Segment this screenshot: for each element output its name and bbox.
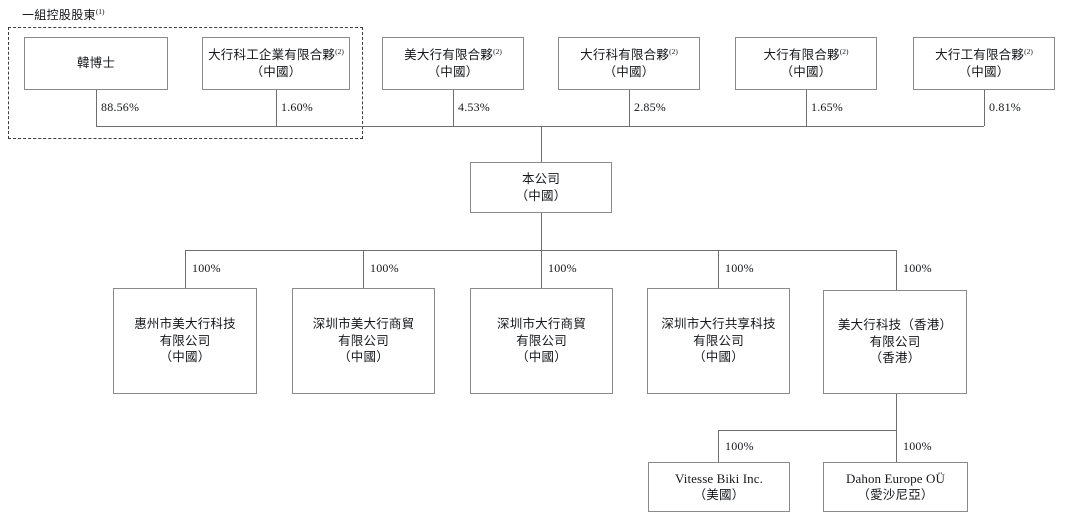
- sub-subsidiary-bus-line: [718, 430, 896, 431]
- subsidiary-jurisdiction-3: （中國）: [693, 350, 744, 365]
- control-group-caption: 一組控股股東(1): [22, 6, 105, 23]
- subsidiary-name-line2-0: 有限公司: [159, 333, 211, 348]
- connector-sub-subsidiary-0: [718, 430, 719, 462]
- shareholder-jurisdiction-3: （中國）: [603, 64, 655, 79]
- sub-subsidiary-jurisdiction-0: （美國）: [693, 488, 745, 503]
- subsidiary-name-line1-2: 深圳市大行商貿: [497, 317, 586, 332]
- shareholder-name-4: 大行有限合夥(2): [763, 46, 849, 62]
- company-jurisdiction: （中國）: [515, 188, 567, 203]
- shareholder-name-5: 大行工有限合夥(2): [935, 46, 1033, 62]
- shareholder-jurisdiction-1: （中國）: [250, 64, 302, 79]
- connector-company-to-subsidiary-bus: [541, 213, 542, 250]
- connector-shareholder-3: [629, 90, 630, 126]
- subsidiary-name-line2-2: 有限公司: [516, 333, 567, 348]
- subsidiary-jurisdiction-0: （中國）: [159, 350, 211, 365]
- shareholder-name-0: 韓博士: [76, 56, 116, 71]
- subsidiary-name-line1-0: 惠州市美大行科技: [134, 317, 236, 332]
- connector-subsidiary-1: [363, 250, 364, 288]
- subsidiary-jurisdiction-2: （中國）: [516, 350, 567, 365]
- company-box[interactable]: 本公司 （中國）: [470, 162, 612, 213]
- subsidiary-name-line1-4: 美大行科技（香港）: [837, 318, 953, 333]
- subsidiary-jurisdiction-1: （中國）: [338, 350, 389, 365]
- subsidiary-name-line2-4: 有限公司: [869, 334, 921, 349]
- subsidiary-box-0[interactable]: 惠州市美大行科技 有限公司 （中國）: [113, 288, 257, 394]
- connector-bus-to-company: [541, 126, 542, 162]
- subsidiary-name-line2-1: 有限公司: [338, 333, 389, 348]
- connector-shareholder-5: [984, 90, 985, 126]
- shareholder-name-1: 大行科工企業有限合夥(2): [208, 46, 344, 62]
- connector-shareholder-0: [96, 90, 97, 126]
- sub-subsidiary-box-0[interactable]: Vitesse Biki Inc. （美國）: [648, 462, 790, 512]
- company-name: 本公司: [521, 172, 561, 186]
- shareholder-box-4[interactable]: 大行有限合夥(2) （中國）: [735, 37, 877, 90]
- subsidiary-box-4[interactable]: 美大行科技（香港） 有限公司 （香港）: [823, 290, 967, 394]
- subsidiary-jurisdiction-4: （香港）: [869, 351, 921, 366]
- percent-label-subsidiary-2: 100%: [548, 261, 577, 275]
- subsidiary-box-3[interactable]: 深圳市大行共享科技 有限公司 （中國）: [647, 288, 790, 394]
- percent-label-subsidiary-0: 100%: [192, 261, 221, 275]
- percent-label-shareholder-4: 1.65%: [811, 100, 843, 114]
- subsidiary-name-line1-1: 深圳市美大行商貿: [312, 317, 415, 332]
- connector-subsidiary-3: [718, 250, 719, 288]
- percent-label-sub-subsidiary-1: 100%: [903, 439, 932, 453]
- shareholder-jurisdiction-4: （中國）: [780, 64, 832, 79]
- sub-subsidiary-box-1[interactable]: Dahon Europe OÜ （愛沙尼亞）: [823, 462, 968, 512]
- sub-subsidiary-jurisdiction-1: （愛沙尼亞）: [857, 488, 934, 503]
- subsidiary-bus-line: [185, 250, 896, 251]
- subsidiary-name-line2-3: 有限公司: [693, 333, 744, 348]
- shareholder-bus-line: [96, 126, 984, 127]
- subsidiary-box-1[interactable]: 深圳市美大行商貿 有限公司 （中國）: [292, 288, 435, 394]
- subsidiary-box-2[interactable]: 深圳市大行商貿 有限公司 （中國）: [470, 288, 613, 394]
- shareholder-name-2: 美大行有限合夥(2): [404, 46, 502, 62]
- connector-shareholder-1: [276, 90, 277, 126]
- connector-sub-subsidiary-1: [896, 430, 897, 462]
- percent-label-shareholder-1: 1.60%: [281, 100, 313, 114]
- connector-subsidiary-4: [896, 250, 897, 290]
- shareholder-box-0[interactable]: 韓博士: [24, 37, 168, 90]
- shareholder-box-1[interactable]: 大行科工企業有限合夥(2) （中國）: [202, 37, 350, 90]
- connector-subsidiary-2: [541, 250, 542, 288]
- percent-label-subsidiary-3: 100%: [725, 261, 754, 275]
- shareholder-name-3: 大行科有限合夥(2): [580, 46, 678, 62]
- control-group-caption-ref: (1): [95, 7, 105, 16]
- percent-label-shareholder-0: 88.56%: [101, 100, 140, 114]
- shareholder-box-5[interactable]: 大行工有限合夥(2) （中國）: [913, 37, 1055, 90]
- control-group-dashed-box: [8, 27, 363, 139]
- percent-label-subsidiary-4: 100%: [903, 261, 932, 275]
- shareholder-box-3[interactable]: 大行科有限合夥(2) （中國）: [558, 37, 700, 90]
- percent-label-sub-subsidiary-0: 100%: [725, 439, 754, 453]
- connector-shareholder-2: [453, 90, 454, 126]
- percent-label-shareholder-5: 0.81%: [989, 100, 1021, 114]
- shareholder-jurisdiction-5: （中國）: [958, 64, 1010, 79]
- percent-label-shareholder-3: 2.85%: [634, 100, 666, 114]
- connector-subsidiary-0: [185, 250, 186, 288]
- shareholder-box-2[interactable]: 美大行有限合夥(2) （中國）: [382, 37, 524, 90]
- percent-label-subsidiary-1: 100%: [370, 261, 399, 275]
- sub-subsidiary-name-1: Dahon Europe OÜ: [846, 471, 945, 487]
- connector-hk-to-subsub-bus: [896, 394, 897, 430]
- percent-label-shareholder-2: 4.53%: [458, 100, 490, 114]
- control-group-caption-text: 一組控股股東: [22, 8, 96, 22]
- shareholder-jurisdiction-2: （中國）: [427, 64, 479, 79]
- sub-subsidiary-name-0: Vitesse Biki Inc.: [675, 471, 763, 487]
- connector-shareholder-4: [806, 90, 807, 126]
- subsidiary-name-line1-3: 深圳市大行共享科技: [661, 317, 776, 332]
